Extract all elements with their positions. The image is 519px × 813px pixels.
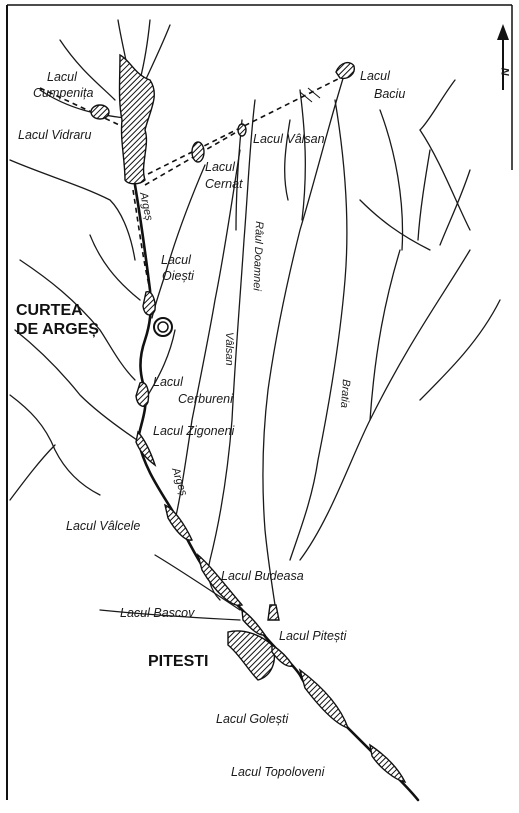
label-pitesti-lake: Lacul Pitești [279,629,348,643]
lake-bratia-small-shape [267,604,280,621]
lake-cernat-shape [191,141,205,163]
label-zigoneni: Lacul Zigoneni [153,424,236,438]
label-cerbureni-2: Cerbureni [178,392,234,406]
lakes [90,53,407,783]
label-cerbureni-1: Lacul [153,375,184,389]
label-topoloveni: Lacul Topoloveni [231,765,326,779]
lake-budeasa-shape [196,553,244,606]
lake-valsan-shape [237,123,247,137]
label-cernat-2: Cernat [205,177,243,191]
lake-vidraru-shape [118,53,155,185]
label-golesti: Lacul Golești [216,712,289,726]
label-cumpenita-1: Lacul [47,70,78,84]
label-curtea-2: DE ARGEȘ [16,321,99,338]
label-doamnei: Râul Doamnei [251,221,265,292]
map-labels: Lacul Cumpenița Lacul Baciu Lacul Vidrar… [16,69,405,779]
pitesti-city-area [227,630,276,681]
label-valsan-river: Vâlsan [223,332,235,366]
label-oiesti-2: Oiești [162,269,195,283]
lake-cerbureni-shape [135,381,150,407]
lake-oiesti-shape [142,291,156,316]
lake-valcele-shape [163,503,193,541]
label-bratia: Bratia [338,379,352,409]
lake-golesti-shape [298,668,350,730]
lake-pitesti-shape [271,643,295,667]
lake-topoloveni-shape [369,743,407,783]
label-curtea-1: CURTEA [16,302,83,319]
label-cernat-1: Lacul [205,160,236,174]
label-pitesti-city: PITESTI [148,653,208,670]
label-cumpenita-2: Cumpenița [33,86,93,100]
label-valcele: Lacul Vâlcele [66,519,140,533]
lake-zigoneni-shape [135,430,157,467]
label-arges-lower: Argeș [169,465,190,497]
label-vidraru: Lacul Vidraru [18,128,91,142]
label-valsan-lake: Lacul Vâlsan [253,132,325,146]
label-oiesti-1: Lacul [161,253,192,267]
label-baciu-1: Lacul [360,69,391,83]
lake-bascov-shape [241,608,267,636]
tributary-rivers [9,19,501,621]
north-label: N [500,67,512,76]
curtea-de-arges-symbol [153,317,173,337]
label-budeasa: Lacul Budeasa [221,569,304,583]
north-arrow-icon: N [497,24,512,90]
map-frame [6,4,513,800]
lake-cumpenita-shape [90,104,110,120]
label-baciu-2: Baciu [374,87,405,101]
lake-baciu-shape [335,61,355,80]
label-bascov: Lacul Bascov [120,606,195,620]
